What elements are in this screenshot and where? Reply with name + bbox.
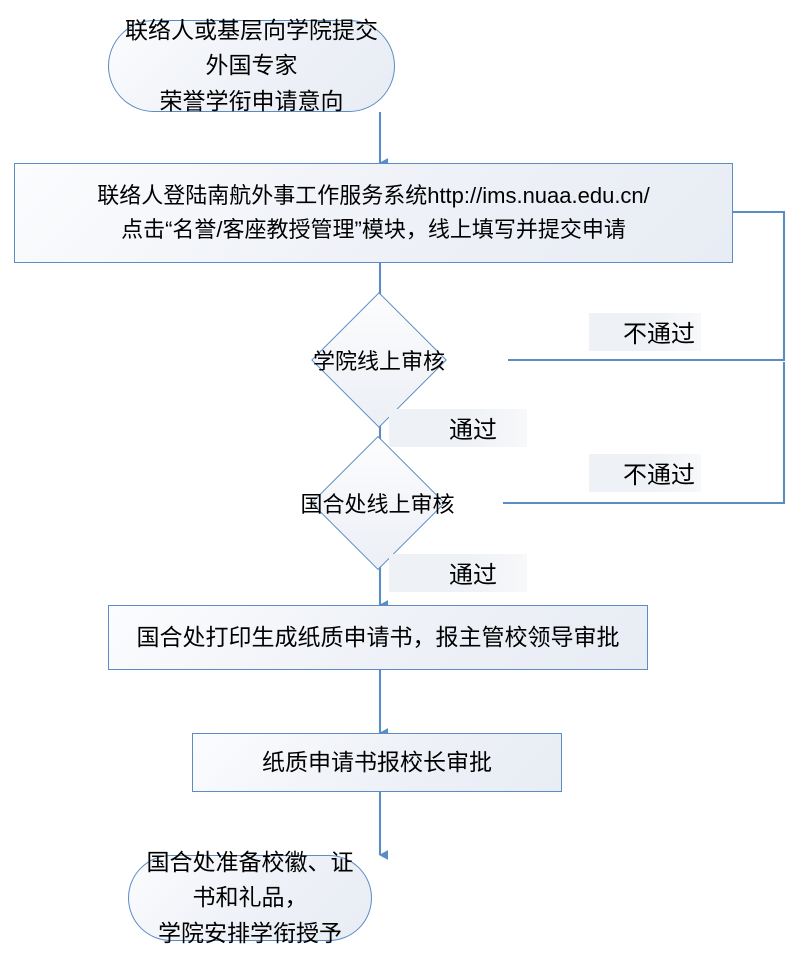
node-office-review-label: 国合处线上审核 (300, 492, 455, 517)
edge-label-office-pass: 通过 (389, 554, 527, 592)
node-president-approval[interactable]: 纸质申请书报校长审批 (192, 733, 562, 792)
node-print-paper[interactable]: 国合处打印生成纸质申请书，报主管校领导审批 (108, 605, 648, 670)
node-college-review-label: 学院线上审核 (312, 349, 445, 374)
node-college-review[interactable]: 学院线上审核 (250, 292, 508, 428)
node-end[interactable]: 国合处准备校徽、证书和礼品， 学院安排学衔授予 (128, 849, 372, 946)
node-submit[interactable]: 联络人登陆南航外事工作服务系统http://ims.nuaa.edu.cn/ 点… (14, 163, 733, 263)
node-end-label: 国合处准备校徽、证书和礼品， 学院安排学衔授予 (146, 848, 354, 946)
edge-label-college-reject: 不通过 (589, 313, 701, 351)
edge-label-office-reject: 不通过 (589, 454, 701, 492)
node-print-paper-label: 国合处打印生成纸质申请书，报主管校领导审批 (136, 623, 620, 650)
node-start[interactable]: 联络人或基层向学院提交外国专家 荣誉学衔申请意向 (108, 17, 395, 114)
node-submit-label: 联络人登陆南航外事工作服务系统http://ims.nuaa.edu.cn/ 点… (97, 182, 650, 242)
node-office-review[interactable]: 国合处线上审核 (252, 435, 503, 571)
edge-label-college-pass: 通过 (389, 409, 527, 447)
node-president-approval-label: 纸质申请书报校长审批 (262, 748, 492, 775)
node-start-label: 联络人或基层向学院提交外国专家 荣誉学衔申请意向 (125, 16, 378, 114)
